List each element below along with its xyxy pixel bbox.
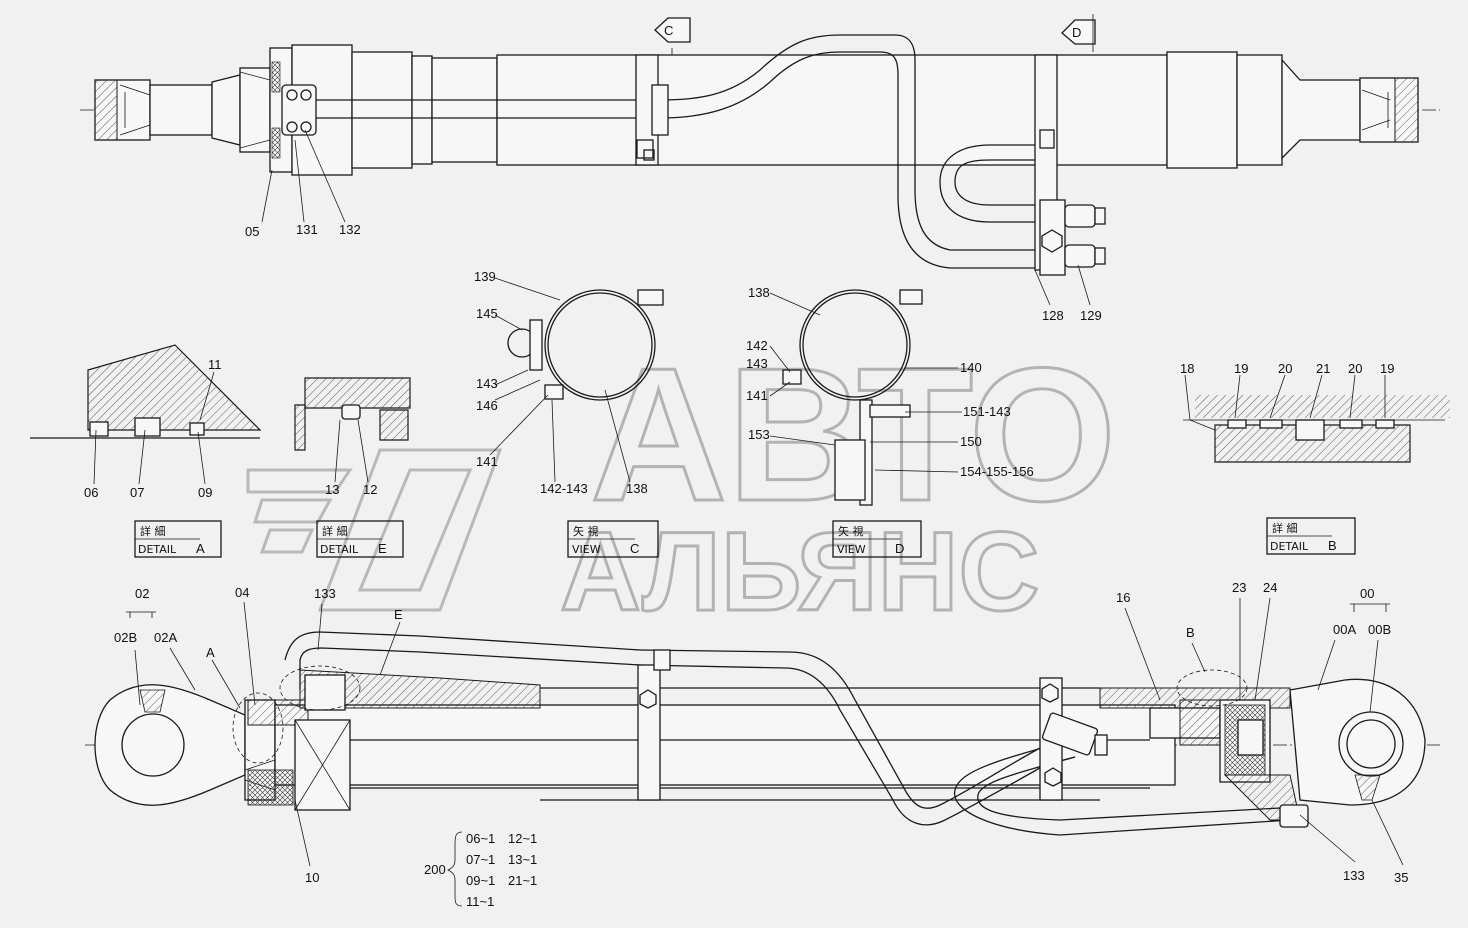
kit-item: 11~1 bbox=[466, 894, 494, 909]
view-d-en: VIEW bbox=[837, 543, 866, 556]
label-133-right: 133 bbox=[1343, 868, 1365, 883]
label-146: 146 bbox=[476, 398, 498, 413]
label-150: 150 bbox=[960, 434, 982, 449]
view-d-letter: D bbox=[895, 541, 904, 556]
label-02: 02 bbox=[135, 586, 149, 601]
label-154-155-156: 154-155-156 bbox=[960, 464, 1034, 479]
label-129: 129 bbox=[1080, 308, 1102, 323]
label-133-left: 133 bbox=[314, 586, 336, 601]
label-06: 06 bbox=[84, 485, 98, 500]
label-07: 07 bbox=[130, 485, 144, 500]
label-12: 12 bbox=[363, 482, 377, 497]
label-138-d: 138 bbox=[748, 285, 770, 300]
watermark-line2: АЛЬЯНС bbox=[560, 509, 1039, 634]
label-19-b: 19 bbox=[1380, 361, 1394, 376]
label-00a: 00A bbox=[1333, 622, 1356, 637]
label-21: 21 bbox=[1316, 361, 1330, 376]
detail-e: 13 12 bbox=[294, 377, 411, 497]
kit-item: 07~1 bbox=[466, 852, 495, 867]
view-c-jp: 矢 視 bbox=[573, 524, 599, 538]
label-04: 04 bbox=[235, 585, 249, 600]
label-131: 131 bbox=[296, 222, 318, 237]
label-11: 11 bbox=[208, 357, 222, 372]
bottom-cylinder-section: 02 02B 02A A 04 133 E 10 B 16 23 24 00 0… bbox=[85, 580, 1440, 885]
label-141-d: 141 bbox=[746, 388, 768, 403]
view-arrow-c: C bbox=[664, 23, 673, 38]
kit-item: 13~1 bbox=[508, 852, 537, 867]
watermark-line1: АВТО bbox=[590, 329, 1116, 541]
view-c-en: VIEW bbox=[572, 543, 601, 556]
label-02a: 02A bbox=[154, 630, 177, 645]
label-23: 23 bbox=[1232, 580, 1246, 595]
label-16: 16 bbox=[1116, 590, 1130, 605]
view-d-clamp: 138 142 143 141 140 151-143 153 150 154-… bbox=[746, 285, 1034, 506]
label-00: 00 bbox=[1360, 586, 1374, 601]
label-24: 24 bbox=[1263, 580, 1277, 595]
detail-b-en: DETAIL bbox=[1270, 540, 1309, 553]
view-arrow-d: D bbox=[1072, 25, 1081, 40]
detail-b-letter: B bbox=[1328, 538, 1337, 553]
label-a: A bbox=[206, 645, 215, 660]
label-02b: 02B bbox=[114, 630, 137, 645]
top-cylinder-view: C D 05 131 132 128 129 bbox=[80, 14, 1440, 323]
label-142-143: 142-143 bbox=[540, 481, 588, 496]
label-143-d: 143 bbox=[746, 356, 768, 371]
label-20-b: 20 bbox=[1348, 361, 1362, 376]
caption-boxes: 詳 細 DETAIL A 詳 細 DETAIL E 矢 視 VIEW C 矢 視… bbox=[134, 517, 1356, 558]
label-132: 132 bbox=[339, 222, 361, 237]
kit-item: 09~1 bbox=[466, 873, 495, 888]
detail-b-jp: 詳 細 bbox=[1272, 521, 1298, 535]
label-e: E bbox=[394, 607, 403, 622]
kit-item: 06~1 bbox=[466, 831, 495, 846]
label-19-a: 19 bbox=[1234, 361, 1248, 376]
label-b: B bbox=[1186, 625, 1195, 640]
label-145: 145 bbox=[476, 306, 498, 321]
detail-b: 18 19 20 21 20 19 bbox=[1180, 361, 1450, 463]
detail-a: 11 06 07 09 bbox=[30, 344, 262, 500]
kit-item: 21~1 bbox=[508, 873, 537, 888]
label-141: 141 bbox=[476, 454, 498, 469]
label-142-d: 142 bbox=[746, 338, 768, 353]
label-00b: 00B bbox=[1368, 622, 1391, 637]
view-c-letter: C bbox=[630, 541, 639, 556]
label-143: 143 bbox=[476, 376, 498, 391]
label-13: 13 bbox=[325, 482, 339, 497]
label-09: 09 bbox=[198, 485, 212, 500]
label-18: 18 bbox=[1180, 361, 1194, 376]
label-20-a: 20 bbox=[1278, 361, 1292, 376]
kit-200: 200 06~1 12~1 07~1 13~1 09~1 21~1 11~1 bbox=[424, 831, 537, 909]
watermark: АВТО АЛЬЯНС bbox=[246, 328, 1118, 636]
detail-a-en: DETAIL bbox=[138, 543, 177, 556]
label-153: 153 bbox=[748, 427, 770, 442]
label-151-143: 151-143 bbox=[963, 404, 1011, 419]
detail-a-jp: 詳 細 bbox=[140, 524, 166, 538]
view-c-clamp: 139 145 143 146 141 142-143 138 bbox=[474, 269, 664, 496]
label-138-c: 138 bbox=[626, 481, 648, 496]
view-d-jp: 矢 視 bbox=[838, 524, 864, 538]
detail-a-letter: A bbox=[196, 541, 205, 556]
label-139: 139 bbox=[474, 269, 496, 284]
label-05: 05 bbox=[245, 224, 259, 239]
label-35: 35 bbox=[1394, 870, 1408, 885]
label-10: 10 bbox=[305, 870, 319, 885]
detail-e-en: DETAIL bbox=[320, 543, 359, 556]
kit-number: 200 bbox=[424, 862, 446, 877]
label-140: 140 bbox=[960, 360, 982, 375]
detail-e-jp: 詳 細 bbox=[322, 524, 348, 538]
label-128: 128 bbox=[1042, 308, 1064, 323]
detail-e-letter: E bbox=[378, 541, 387, 556]
kit-item: 12~1 bbox=[508, 831, 537, 846]
